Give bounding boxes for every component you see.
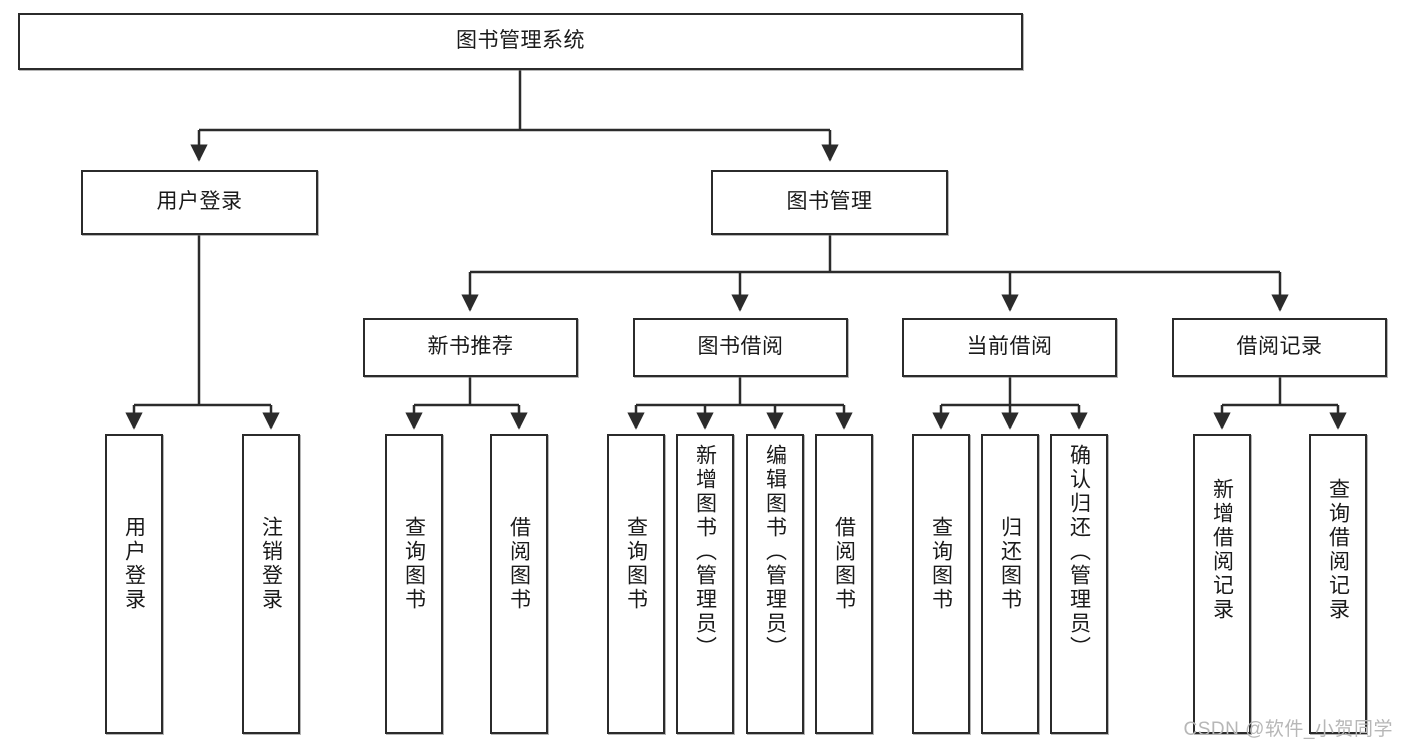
node-book-borrow[interactable]: 图书借阅 — [633, 318, 848, 377]
node-leaf-add-borrow-record[interactable]: 新增借阅记录 — [1193, 434, 1251, 734]
node-label: 新增图书（管理员） — [693, 444, 717, 660]
node-label: 借阅记录 — [1236, 335, 1323, 359]
node-leaf-query-borrow-record[interactable]: 查询借阅记录 — [1309, 434, 1367, 734]
node-leaf-query-book-current[interactable]: 查询图书 — [912, 434, 970, 734]
node-label: 用户登录 — [122, 516, 146, 612]
node-leaf-borrow-book[interactable]: 借阅图书 — [815, 434, 873, 734]
node-leaf-confirm-return[interactable]: 确认归还（管理员） — [1050, 434, 1108, 734]
node-label: 编辑图书（管理员） — [763, 444, 787, 660]
node-label: 新书推荐 — [427, 335, 514, 359]
node-label: 图书管理系统 — [456, 29, 585, 53]
node-label: 借阅图书 — [832, 516, 856, 612]
node-label: 借阅图书 — [507, 516, 531, 612]
node-label: 查询图书 — [929, 516, 953, 612]
node-root-book-management-system[interactable]: 图书管理系统 — [18, 13, 1023, 70]
node-label: 注销登录 — [259, 516, 283, 612]
node-leaf-logout[interactable]: 注销登录 — [242, 434, 300, 734]
node-label: 图书借阅 — [697, 335, 784, 359]
node-leaf-query-book-recommend[interactable]: 查询图书 — [385, 434, 443, 734]
node-leaf-return-book[interactable]: 归还图书 — [981, 434, 1039, 734]
node-label: 图书管理 — [786, 190, 873, 214]
node-label: 用户登录 — [156, 190, 243, 214]
node-new-book-recommend[interactable]: 新书推荐 — [363, 318, 578, 377]
node-label: 查询借阅记录 — [1326, 478, 1350, 622]
node-borrow-record[interactable]: 借阅记录 — [1172, 318, 1387, 377]
node-leaf-query-book-borrow[interactable]: 查询图书 — [607, 434, 665, 734]
node-leaf-edit-book[interactable]: 编辑图书（管理员） — [746, 434, 804, 734]
node-leaf-borrow-book-recommend[interactable]: 借阅图书 — [490, 434, 548, 734]
node-label: 新增借阅记录 — [1210, 478, 1234, 622]
node-book-management[interactable]: 图书管理 — [711, 170, 948, 235]
node-label: 查询图书 — [402, 516, 426, 612]
node-user-login[interactable]: 用户登录 — [81, 170, 318, 235]
node-label: 归还图书 — [998, 516, 1022, 612]
node-leaf-user-login[interactable]: 用户登录 — [105, 434, 163, 734]
node-label: 查询图书 — [624, 516, 648, 612]
node-label: 当前借阅 — [966, 335, 1053, 359]
node-current-borrow[interactable]: 当前借阅 — [902, 318, 1117, 377]
watermark: CSDN @软件_小贺同学 — [1183, 719, 1393, 740]
node-leaf-add-book[interactable]: 新增图书（管理员） — [676, 434, 734, 734]
node-label: 确认归还（管理员） — [1067, 444, 1091, 660]
